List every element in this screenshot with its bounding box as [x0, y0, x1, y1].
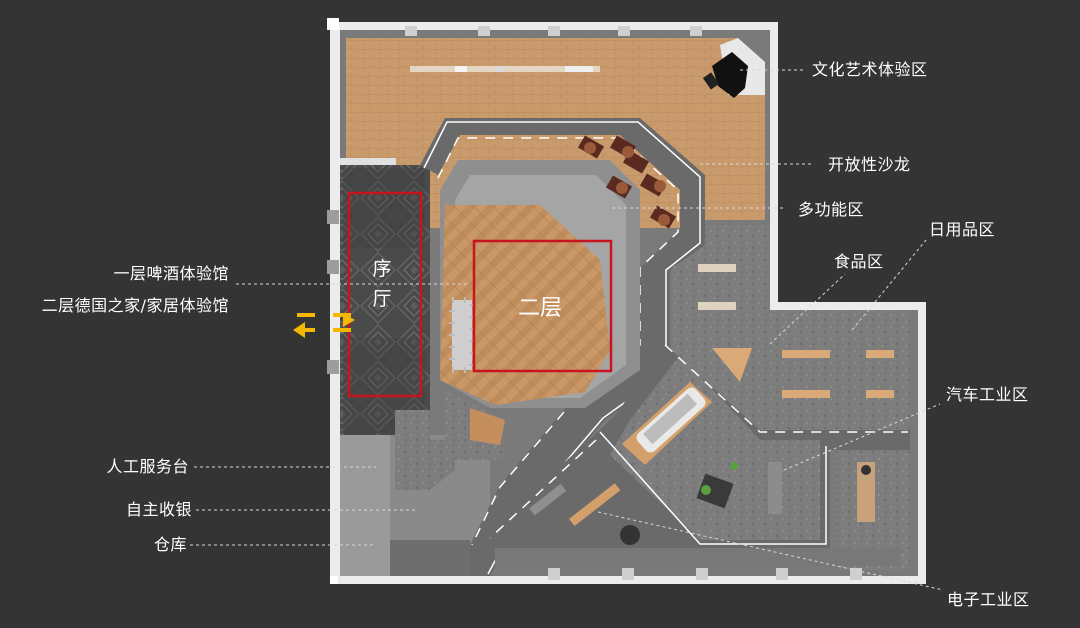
leader-lines [190, 69, 944, 591]
label-foyer: 序厅 [372, 258, 392, 310]
label-service-desk: 人工服务台 [106, 457, 189, 476]
entrance-arrow-icon [293, 313, 355, 338]
car-platform [622, 382, 712, 465]
label-open-salon: 开放性沙龙 [828, 155, 911, 174]
label-german-home: 二层德国之家/家居体验馆 [41, 296, 229, 315]
second-floor-highlight-box [472, 239, 613, 373]
label-self-checkout: 自主收银 [125, 500, 192, 519]
road-network-lower [489, 340, 910, 548]
foyer-highlight-box [347, 191, 423, 398]
label-second-floor: 二层 [517, 296, 562, 321]
label-multi-function-zone: 多功能区 [798, 200, 865, 219]
central-block [440, 160, 640, 460]
label-food-zone: 食品区 [834, 252, 884, 271]
label-beer-hall: 一层啤酒体验馆 [113, 264, 229, 283]
food-daily-zone [672, 225, 910, 430]
label-daily-goods-zone: 日用品区 [929, 220, 996, 239]
label-automotive-zone: 汽车工业区 [946, 385, 1029, 404]
foyer-carpet [340, 165, 430, 435]
label-warehouse: 仓库 [153, 535, 187, 554]
label-electronics-zone: 电子工业区 [947, 590, 1030, 609]
piano-icon [702, 52, 748, 98]
shelves [698, 264, 894, 522]
label-culture-art-zone: 文化艺术体验区 [812, 60, 928, 79]
table-cluster [577, 135, 677, 229]
electronics-stations [529, 462, 738, 545]
columns [327, 18, 862, 584]
